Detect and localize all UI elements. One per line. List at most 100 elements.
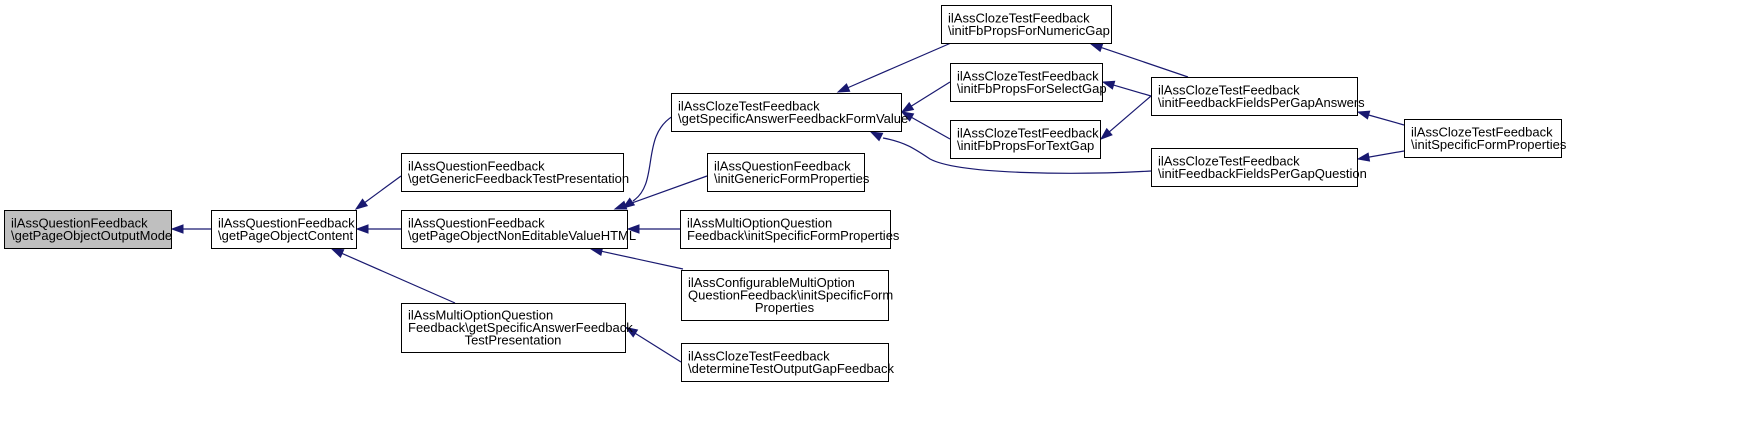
node-box [401,303,626,353]
node-get-page-object-content[interactable]: ilAssQuestionFeedback\getPageObjectConte… [211,210,357,249]
edge-init-feedback-fields-per-gap-answers-to-init-fb-props-for-select-gap [1101,80,1152,97]
edges-layer [170,42,1405,363]
node-init-fb-props-for-select-gap[interactable]: ilAssClozeTestFeedback\initFbPropsForSel… [950,63,1107,102]
node-root[interactable]: ilAssQuestionFeedback\getPageObjectOutpu… [4,210,173,249]
edge-init-fb-props-for-text-gap-to-get-specific-answer-feedback-form-value [900,111,951,140]
node-box [680,210,891,249]
edge-init-feedback-fields-per-gap-answers-to-init-fb-props-for-text-gap [1099,95,1152,140]
node-cmo-init-specific-form-properties[interactable]: ilAssConfigurableMultiOptionQuestionFeed… [681,270,894,321]
node-mo-init-specific-form-properties[interactable]: ilAssMultiOptionQuestionFeedback\initSpe… [680,210,900,249]
edge-line [882,137,1152,174]
edge-line [634,332,682,363]
node-label-line: ilAssConfigurableMultiOption [688,275,855,290]
node-mo-get-specific-answer-feedback-test-presentation[interactable]: ilAssMultiOptionQuestionFeedback\getSpec… [401,303,634,353]
node-box [950,120,1101,159]
edge-get-specific-answer-feedback-form-value-to-get-page-object-non-editable-value-html [621,115,674,209]
edge-get-page-object-content-to-root [170,224,211,234]
edge-line [1113,84,1152,97]
node-label-line: ilAssClozeTestFeedback [1411,124,1553,139]
node-get-page-object-non-editable-value-html[interactable]: ilAssQuestionFeedback\getPageObjectNonEd… [401,210,637,249]
arrowhead-icon [836,83,851,93]
node-label-line: \initFeedbackFieldsPerGapAnswers [1158,95,1365,110]
node-box [401,153,624,192]
node-label-line: \initFeedbackFieldsPerGapQuestion [1158,166,1367,181]
node-label-line: ilAssClozeTestFeedback [688,348,830,363]
arrowhead-icon [869,131,884,142]
node-label-line: \initFbPropsForSelectGap [957,81,1107,96]
edge-mo-init-specific-form-properties-to-get-page-object-non-editable-value-html [626,224,680,234]
node-get-generic-feedback-test-presentation[interactable]: ilAssQuestionFeedback\getGenericFeedback… [401,153,630,192]
node-box [950,63,1103,102]
node-cz-init-specific-form-properties[interactable]: ilAssClozeTestFeedback\initSpecificFormP… [1404,119,1567,158]
edge-line [625,175,708,206]
edge-line [1108,95,1152,133]
node-box [401,210,628,249]
node-label-line: ilAssQuestionFeedback [408,215,545,230]
edge-line [847,42,952,89]
node-box [671,93,902,132]
node-init-fb-props-for-numeric-gap[interactable]: ilAssClozeTestFeedback\initFbPropsForNum… [941,5,1112,44]
node-label-line: ilAssClozeTestFeedback [1158,82,1300,97]
arrowhead-icon [354,198,369,210]
node-label-line: TestPresentation [465,333,562,348]
node-label-line: ilAssQuestionFeedback [714,158,851,173]
node-init-generic-form-properties[interactable]: ilAssQuestionFeedback\initGenericFormPro… [707,153,870,192]
node-label-line: ilAssMultiOptionQuestion [408,308,553,323]
arrowhead-icon [1356,152,1371,162]
node-box [707,153,865,192]
node-label-line: \initFbPropsForNumericGap [948,23,1110,38]
arrowhead-icon [900,101,915,113]
node-init-feedback-fields-per-gap-answers[interactable]: ilAssClozeTestFeedback\initFeedbackField… [1151,77,1366,116]
arrowhead-icon [1356,110,1371,120]
node-label-line: \getPageObjectContent [218,228,354,243]
edge-cz-init-specific-form-properties-to-init-feedback-fields-per-gap-answers [1356,110,1405,126]
edge-init-feedback-fields-per-gap-answers-to-init-fb-props-for-numeric-gap [1089,43,1189,78]
node-label-line: Feedback\getSpecificAnswerFeedback [408,320,633,335]
node-label-line: \initFbPropsForTextGap [957,138,1094,153]
arrowhead-icon [1089,43,1104,53]
edge-cz-init-specific-form-properties-to-init-feedback-fields-per-gap-question [1356,150,1405,162]
arrowhead-icon [900,111,915,122]
node-label-line: \getGenericFeedbackTestPresentation [408,171,629,186]
node-box [681,343,889,382]
arrowhead-icon [1099,127,1113,140]
node-label-line: ilAssClozeTestFeedback [678,98,820,113]
node-init-fb-props-for-text-gap[interactable]: ilAssClozeTestFeedback\initFbPropsForTex… [950,120,1101,159]
edge-get-page-object-non-editable-value-html-to-get-page-object-content [355,224,401,234]
node-label-line: \getPageObjectNonEditableValueHTML [408,228,636,243]
edge-line [1368,150,1405,158]
node-box [941,5,1112,44]
arrowhead-icon [170,224,184,234]
edge-cmo-init-specific-form-properties-to-get-page-object-non-editable-value-html [589,246,684,270]
arrowhead-icon [1101,80,1116,90]
node-get-specific-answer-feedback-form-value[interactable]: ilAssClozeTestFeedback\getSpecificAnswer… [671,93,909,132]
arrowhead-icon [613,200,628,210]
node-label-line: ilAssQuestionFeedback [218,215,355,230]
node-label-line: \initGenericFormProperties [714,171,870,186]
edge-line [911,81,951,107]
edge-line [601,250,684,270]
node-label-line: ilAssQuestionFeedback [408,158,545,173]
edge-get-generic-feedback-test-presentation-to-get-page-object-content [354,175,402,210]
node-init-feedback-fields-per-gap-question[interactable]: ilAssClozeTestFeedback\initFeedbackField… [1151,148,1367,187]
node-label-line: \getPageObjectOutputMode [11,228,172,243]
node-label-line: ilAssClozeTestFeedback [948,10,1090,25]
edge-line [911,116,951,140]
edge-init-feedback-fields-per-gap-question-to-get-specific-answer-feedback-form-value [869,131,1152,174]
edge-init-generic-form-properties-to-get-page-object-non-editable-value-html [613,175,708,210]
arrowhead-icon [355,224,369,234]
node-box [1151,148,1358,187]
edge-mo-get-specific-answer-feedback-test-presentation-to-get-page-object-content [330,248,456,304]
edge-determine-test-output-gap-feedback-to-mo-get-specific-answer-feedback-test-presentation [624,326,682,363]
arrowhead-icon [330,248,345,258]
node-label-line: Feedback\initSpecificFormProperties [687,228,900,243]
node-label-line: Properties [755,300,815,315]
edge-init-fb-props-for-select-gap-to-get-specific-answer-feedback-form-value [900,81,951,113]
arrowhead-icon [626,224,640,234]
node-box [681,270,889,321]
node-determine-test-output-gap-feedback[interactable]: ilAssClozeTestFeedback\determineTestOutp… [681,343,895,382]
edge-line [1368,114,1405,126]
edge-line [632,115,674,202]
edge-line [341,252,456,304]
node-label-line: ilAssClozeTestFeedback [957,68,1099,83]
